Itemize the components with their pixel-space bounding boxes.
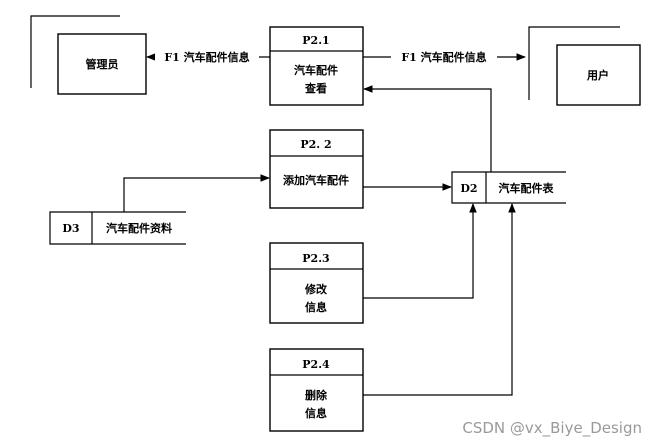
process-p2-1-id: P2.1 (302, 34, 329, 47)
process-p2-2-box (269, 129, 364, 209)
process-p2-4: P2.4 删除 信息 (269, 348, 364, 432)
entity-admin-corner (30, 15, 120, 88)
datastore-d2-name: 汽车配件表 (499, 181, 555, 195)
process-p2-2: P2. 2 添加汽车配件 (269, 129, 364, 209)
datastore-d2-id: D2 (460, 182, 477, 195)
flow-to-admin-label-bg (155, 49, 259, 64)
watermark-text: CSDN @vx_Biye_Design (462, 419, 642, 438)
flow-to-user-label: F1 汽车配件信息 (401, 50, 486, 64)
process-p2-3-name-line2: 信息 (305, 300, 327, 314)
datastore-d3: D3 汽车配件资料 (49, 211, 186, 245)
entity-admin-label: 管理员 (86, 57, 119, 71)
process-p2-1: P2.1 汽车配件 查看 (269, 26, 364, 106)
entity-user-label: 用户 (587, 68, 609, 82)
flow-to-user-label-bg (391, 49, 497, 64)
datastore-d2-outline (451, 171, 566, 204)
process-p2-4-box (269, 348, 364, 432)
process-p2-3-name-line1: 修改 (304, 282, 328, 296)
flow-to-admin: F1 汽车配件信息 (146, 49, 270, 64)
entity-admin: 管理员 (30, 15, 147, 95)
entity-admin-box (57, 33, 147, 95)
process-p2-3-box (269, 242, 364, 324)
flow-p2-3-to-d2 (363, 203, 477, 299)
process-p2-1-name-line1: 汽车配件 (294, 63, 338, 77)
process-p2-2-name: 添加汽车配件 (283, 173, 349, 187)
process-p2-3: P2.3 修改 信息 (269, 242, 364, 324)
flow-to-user: F1 汽车配件信息 (363, 49, 526, 64)
entity-user: 用户 (528, 26, 641, 106)
process-p2-4-id: P2.4 (302, 358, 330, 371)
flow-to-admin-label: F1 汽车配件信息 (164, 50, 249, 64)
datastore-d3-outline (49, 211, 186, 245)
entity-user-box (556, 44, 641, 106)
process-p2-1-box (269, 26, 364, 106)
process-p2-3-id: P2.3 (302, 252, 329, 265)
datastore-d3-name: 汽车配件资料 (106, 221, 172, 235)
flow-d2-to-p2-1 (363, 85, 492, 172)
flow-p2-4-to-d2 (363, 203, 516, 396)
datastore-d2: D2 汽车配件表 (451, 171, 566, 204)
process-p2-4-name-line1: 删除 (305, 388, 328, 402)
entity-user-corner (528, 26, 620, 100)
datastore-d3-id: D3 (62, 222, 79, 235)
process-p2-4-name-line2: 信息 (305, 406, 327, 420)
process-p2-1-name-line2: 查看 (305, 81, 327, 95)
process-p2-2-id: P2. 2 (300, 138, 331, 151)
flow-d3-to-p2-2 (123, 174, 270, 212)
